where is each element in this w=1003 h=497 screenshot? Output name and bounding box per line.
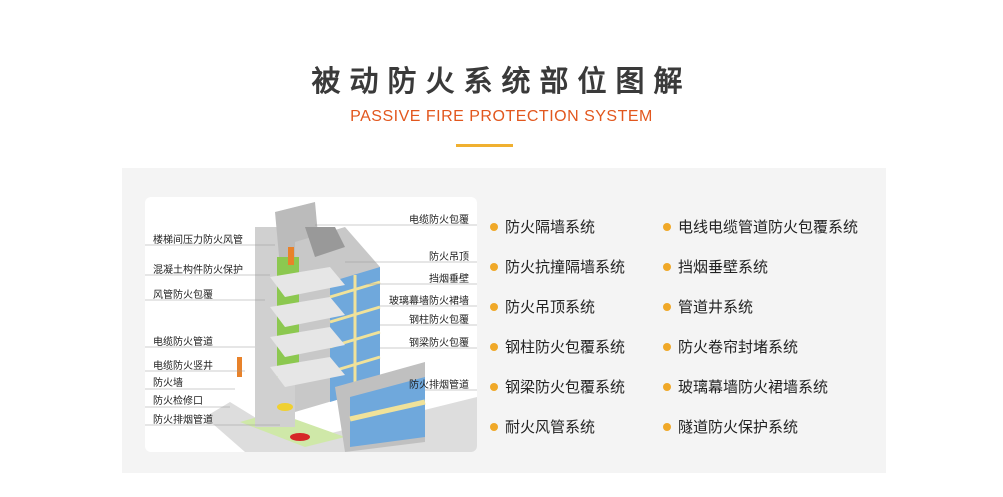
bullet-icon [490,222,498,231]
system-label: 玻璃幕墙防火裙墙系统 [678,378,829,396]
diagram-label: 风管防火包覆 [153,290,213,301]
diagram-label: 电缆防火包覆 [409,215,469,226]
bullet-icon [663,262,671,271]
bullet-icon [490,382,498,391]
diagram-label: 混凝土构件防火保护 [153,265,243,276]
diagram-label: 钢柱防火包覆 [409,315,469,326]
system-item: 挡烟垂壁系统 [663,256,768,277]
diagram-label: 防火排烟管道 [153,415,213,426]
diagram-label: 楼梯间压力防火风管 [153,235,243,246]
bullet-icon [663,382,671,391]
system-label: 隧道防火保护系统 [678,418,799,436]
system-item: 电线电缆管道防火包覆系统 [663,216,858,237]
diagram-label: 防火排烟管道 [409,380,469,391]
system-label: 管道井系统 [678,298,754,316]
diagram-label: 电缆防火管道 [153,337,213,348]
bullet-icon [490,422,498,431]
title-divider [456,144,513,147]
system-item: 防火隔墙系统 [490,216,595,237]
system-label: 防火吊顶系统 [505,298,596,316]
diagram-label: 挡烟垂壁 [429,274,469,285]
diagram-label: 玻璃幕墙防火裙墙 [389,296,469,307]
diagram-label: 防火检修口 [153,396,203,407]
diagram-label: 电缆防火竖井 [153,361,213,372]
bullet-icon [490,342,498,351]
system-item: 隧道防火保护系统 [663,416,798,437]
bullet-icon [663,422,671,431]
system-label: 钢梁防火包覆系统 [505,378,626,396]
system-label: 电线电缆管道防火包覆系统 [678,218,859,236]
system-label: 耐火风管系统 [505,418,596,436]
system-label: 钢柱防火包覆系统 [505,338,626,356]
system-item: 钢柱防火包覆系统 [490,336,625,357]
bullet-icon [490,262,498,271]
page-title: 被动防火系统部位图解 [311,64,692,98]
bullet-icon [663,302,671,311]
page-subtitle: PASSIVE FIRE PROTECTION SYSTEM [350,108,653,125]
diagram-label: 防火墙 [153,378,183,389]
system-label: 挡烟垂壁系统 [678,258,769,276]
system-label: 防火抗撞隔墙系统 [505,258,626,276]
system-label: 防火卷帘封堵系统 [678,338,799,356]
system-item: 防火吊顶系统 [490,296,595,317]
system-item: 玻璃幕墙防火裙墙系统 [663,376,828,397]
building-diagram: 楼梯间压力防火风管 混凝土构件防火保护 风管防火包覆 电缆防火管道 电缆防火竖井… [145,197,477,452]
bullet-icon [663,342,671,351]
system-item: 防火卷帘封堵系统 [663,336,798,357]
building-illustration [145,202,477,452]
system-item: 防火抗撞隔墙系统 [490,256,625,277]
bullet-icon [663,222,671,231]
diagram-label: 防火吊顶 [429,252,469,263]
system-item: 钢梁防火包覆系统 [490,376,625,397]
diagram-label: 钢梁防火包覆 [409,338,469,349]
system-item: 管道井系统 [663,296,753,317]
system-label: 防火隔墙系统 [505,218,596,236]
bullet-icon [490,302,498,311]
system-item: 耐火风管系统 [490,416,595,437]
